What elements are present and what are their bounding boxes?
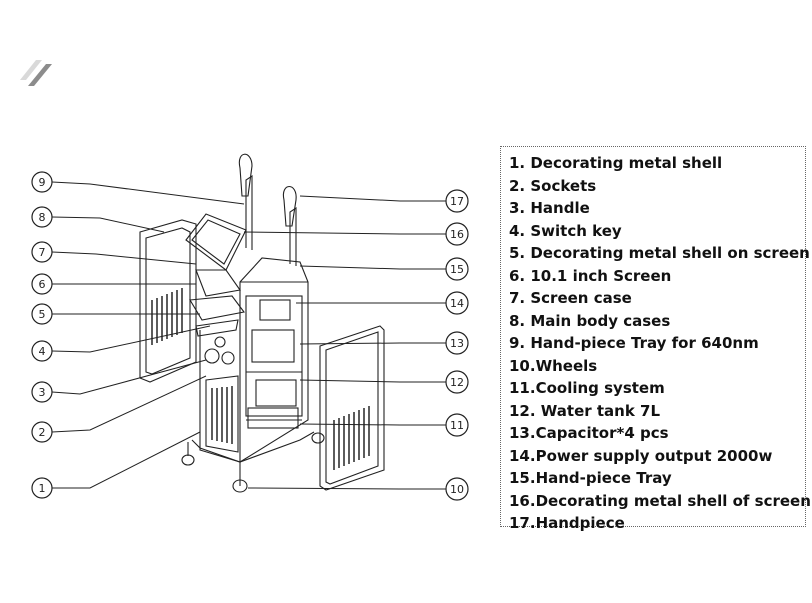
legend-item-12: 12. Water tank 7L bbox=[509, 401, 661, 420]
legend-item-2: 2. Sockets bbox=[509, 176, 597, 195]
callout-14: 14 bbox=[445, 291, 469, 315]
legend-item-1: 1. Decorating metal shell bbox=[509, 154, 723, 172]
callout-8: 8 bbox=[31, 206, 53, 228]
front-panel-vents bbox=[211, 386, 233, 444]
parts-legend: 1. Decorating metal shell 2. Sockets 3. … bbox=[500, 146, 811, 532]
right-door-vents bbox=[333, 406, 370, 470]
svg-text:13: 13 bbox=[450, 337, 464, 350]
svg-text:14: 14 bbox=[450, 297, 464, 310]
callout-17: 17 bbox=[445, 189, 469, 213]
callout-3: 3 bbox=[31, 381, 53, 403]
legend-item-9: 9. Hand-piece Tray for 640nm bbox=[509, 334, 759, 352]
left-door-vents bbox=[151, 288, 183, 345]
svg-text:9: 9 bbox=[39, 176, 46, 189]
svg-text:16: 16 bbox=[450, 228, 464, 241]
svg-text:3: 3 bbox=[39, 386, 46, 399]
callout-16: 16 bbox=[445, 222, 469, 246]
callout-2: 2 bbox=[31, 421, 53, 443]
legend-item-8: 8. Main body cases bbox=[509, 311, 671, 330]
legend-item-14: 14.Power supply output 2000w bbox=[509, 446, 773, 465]
svg-text:8: 8 bbox=[39, 211, 46, 224]
callout-5: 5 bbox=[31, 303, 53, 325]
legend-item-10: 10.Wheels bbox=[509, 356, 598, 375]
callout-15: 15 bbox=[445, 257, 469, 281]
callout-1: 1 bbox=[31, 477, 53, 499]
svg-text:7: 7 bbox=[39, 246, 46, 259]
legend-item-3: 3. Handle bbox=[509, 199, 590, 217]
svg-text:11: 11 bbox=[450, 419, 464, 432]
legend-item-16: 16.Decorating metal shell of screen bbox=[509, 491, 811, 510]
legend-item-5: 5. Decorating metal shell on screen bbox=[509, 244, 810, 262]
svg-text:15: 15 bbox=[450, 263, 464, 276]
svg-text:2: 2 bbox=[39, 426, 46, 439]
callout-12: 12 bbox=[445, 370, 469, 394]
callout-6: 6 bbox=[31, 273, 53, 295]
callout-13: 13 bbox=[445, 331, 469, 355]
machine-diagram: 9 8 7 6 5 4 3 2 1 17 16 15 bbox=[31, 153, 469, 501]
legend-item-17: 17.Handpiece bbox=[509, 514, 625, 532]
legend-item-13: 13.Capacitor*4 pcs bbox=[509, 424, 669, 442]
svg-text:6: 6 bbox=[39, 278, 46, 291]
legend-item-11: 11.Cooling system bbox=[509, 379, 665, 397]
svg-text:5: 5 bbox=[39, 308, 46, 321]
legend-item-15: 15.Hand-piece Tray bbox=[509, 469, 672, 487]
machine-drawing bbox=[139, 153, 385, 493]
svg-text:10: 10 bbox=[450, 483, 464, 496]
callout-4: 4 bbox=[31, 340, 53, 362]
double-slash-logo-icon bbox=[20, 60, 52, 86]
svg-text:1: 1 bbox=[39, 482, 46, 495]
svg-text:17: 17 bbox=[450, 195, 464, 208]
legend-item-4: 4. Switch key bbox=[509, 221, 622, 240]
svg-text:12: 12 bbox=[450, 376, 464, 389]
legend-item-6: 6. 10.1 inch Screen bbox=[509, 266, 672, 285]
callout-10: 10 bbox=[445, 477, 469, 501]
callout-9: 9 bbox=[31, 171, 53, 193]
callout-7: 7 bbox=[31, 241, 53, 263]
svg-text:4: 4 bbox=[39, 345, 46, 358]
leader-lines bbox=[51, 181, 446, 490]
legend-item-7: 7. Screen case bbox=[509, 289, 632, 307]
callout-11: 11 bbox=[445, 413, 469, 437]
